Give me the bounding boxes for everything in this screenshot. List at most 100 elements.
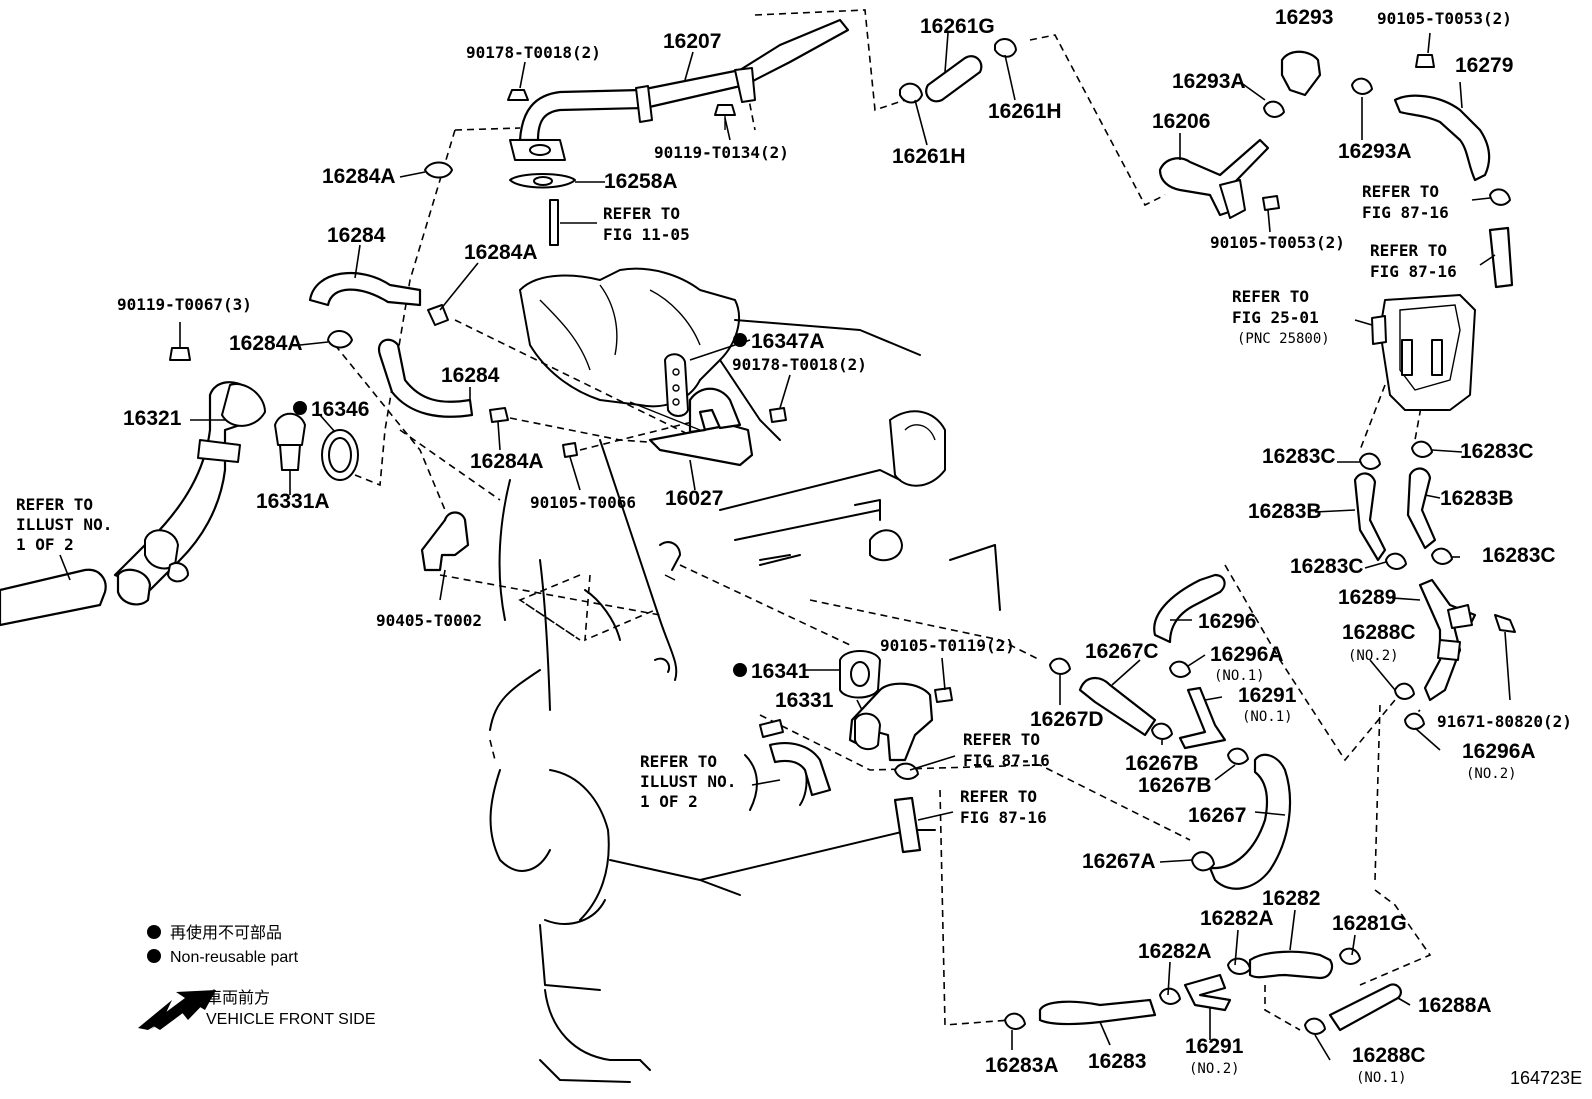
label-90178-top: 90178-T0018(2): [466, 43, 601, 62]
label-16289: 16289: [1338, 586, 1396, 609]
label-16341: 16341: [751, 660, 810, 683]
label-90105-t0066: 90105-T0066: [530, 493, 636, 512]
label-16346: 16346: [311, 398, 369, 421]
label-16288C-1-note: (NO.2): [1348, 648, 1399, 664]
nonreusable-marker-16347A: [733, 333, 747, 347]
label-refer-87-16-b2: FIG 87-16: [1370, 262, 1457, 281]
label-16331A: 16331A: [256, 490, 330, 513]
label-16284A-4: 16284A: [470, 450, 544, 473]
label-16291-2-note: (NO.2): [1189, 1061, 1240, 1077]
label-refer-illust-left-2: ILLUST NO.: [16, 515, 112, 534]
label-refer-87-16-a2: FIG 87-16: [1362, 203, 1449, 222]
figure-code: 164723E: [1510, 1068, 1582, 1088]
label-refer-illust-left-3: 1 OF 2: [16, 535, 74, 554]
label-16279: 16279: [1455, 54, 1513, 77]
legend-front-en: VEHICLE FRONT SIDE: [206, 1011, 376, 1028]
nonreusable-marker-16341: [733, 663, 747, 677]
label-16283A: 16283A: [985, 1054, 1059, 1077]
label-16296A-1-note: (NO.1): [1214, 668, 1265, 684]
label-16027: 16027: [665, 487, 723, 510]
label-16291-1: 16291: [1238, 684, 1297, 707]
label-16283: 16283: [1088, 1050, 1146, 1073]
label-refer-illust-mid-1: REFER TO: [640, 752, 717, 771]
label-16284A-1: 16284A: [322, 165, 396, 188]
label-refer-illust-mid-2: ILLUST NO.: [640, 772, 736, 791]
label-16207: 16207: [663, 30, 721, 53]
label-refer-25-01-2: FIG 25-01: [1232, 308, 1319, 327]
label-90119-t0134: 90119-T0134(2): [654, 143, 789, 162]
label-16267A: 16267A: [1082, 850, 1156, 873]
label-refer-11-05-line2: FIG 11-05: [603, 225, 690, 244]
leader-lines: [59, 32, 1511, 1061]
label-16206: 16206: [1152, 110, 1210, 133]
label-90119-t0067: 90119-T0067(3): [117, 295, 252, 314]
label-refer-87-16-c2: FIG 87-16: [963, 751, 1050, 770]
label-16281G: 16281G: [1332, 912, 1407, 935]
label-16282A-1: 16282A: [1200, 907, 1274, 930]
label-16267D: 16267D: [1030, 708, 1104, 731]
label-16296A-2: 16296A: [1462, 740, 1536, 763]
label-16282: 16282: [1262, 887, 1320, 910]
label-16296A-1: 16296A: [1210, 643, 1284, 666]
vehicle-front-arrow-head-icon: [150, 990, 216, 1030]
legend-nonreusable-dot: [147, 925, 161, 939]
label-16284-1: 16284: [327, 224, 386, 247]
label-16296A-2-note: (NO.2): [1466, 766, 1517, 782]
label-16288A: 16288A: [1418, 994, 1492, 1017]
label-16267: 16267: [1188, 804, 1246, 827]
label-16291-1-note: (NO.1): [1242, 709, 1293, 725]
label-16288C-2: 16288C: [1352, 1044, 1426, 1067]
label-16267B-1: 16267B: [1125, 752, 1199, 775]
label-16293A-1: 16293A: [1172, 70, 1246, 93]
label-16267C: 16267C: [1085, 640, 1159, 663]
legend-nonreusable-en: Non-reusable part: [170, 949, 299, 966]
legend-nonreusable-jp: 再使用不可部品: [170, 924, 282, 942]
label-16284-2: 16284: [441, 364, 500, 387]
legend-front-jp: 車両前方: [206, 989, 270, 1007]
label-91671: 91671-80820(2): [1437, 712, 1572, 731]
label-16284A-2: 16284A: [464, 241, 538, 264]
legend-nonreusable-dot-2: [147, 949, 161, 963]
engine-block-outline: [489, 267, 1001, 1083]
parts-drawings: [0, 18, 1516, 1035]
label-16282A-2: 16282A: [1138, 940, 1212, 963]
label-90105-t0053-top: 90105-T0053(2): [1377, 9, 1512, 28]
label-90178-mid: 90178-T0018(2): [732, 355, 867, 374]
label-16261G: 16261G: [920, 15, 995, 38]
label-16283C-1: 16283C: [1262, 445, 1336, 468]
label-refer-87-16-d2: FIG 87-16: [960, 808, 1047, 827]
part-labels: 16207 90178-T0018(2) 90119-T0134(2) 1625…: [16, 6, 1572, 1086]
label-16283B-2: 16283B: [1440, 487, 1514, 510]
label-16258A: 16258A: [604, 170, 678, 193]
legend: 再使用不可部品 Non-reusable part 車両前方 VEHICLE F…: [138, 924, 376, 1030]
label-90105-t0053-bottom: 90105-T0053(2): [1210, 233, 1345, 252]
nonreusable-marker-16346: [293, 401, 307, 415]
label-16283C-3: 16283C: [1290, 555, 1364, 578]
label-16283B-1: 16283B: [1248, 500, 1322, 523]
label-refer-25-01-3: (PNC 25800): [1237, 331, 1330, 347]
label-refer-87-16-b1: REFER TO: [1370, 241, 1447, 260]
label-16261H-1: 16261H: [892, 145, 966, 168]
label-16284A-3: 16284A: [229, 332, 303, 355]
label-refer-11-05-line1: REFER TO: [603, 204, 680, 223]
label-16293: 16293: [1275, 6, 1333, 29]
label-90405: 90405-T0002: [376, 611, 482, 630]
label-16288C-2-note: (NO.1): [1356, 1070, 1407, 1086]
label-16291-2: 16291: [1185, 1035, 1244, 1058]
label-refer-87-16-d1: REFER TO: [960, 787, 1037, 806]
label-refer-illust-mid-3: 1 OF 2: [640, 792, 698, 811]
label-16293A-2: 16293A: [1338, 140, 1412, 163]
label-refer-87-16-a1: REFER TO: [1362, 182, 1439, 201]
label-refer-25-01-1: REFER TO: [1232, 287, 1309, 306]
label-refer-87-16-c1: REFER TO: [963, 730, 1040, 749]
label-16283C-4: 16283C: [1482, 544, 1556, 567]
label-refer-illust-left-1: REFER TO: [16, 495, 93, 514]
label-16288C-1: 16288C: [1342, 621, 1416, 644]
label-16331: 16331: [775, 689, 834, 712]
label-16321: 16321: [123, 407, 182, 430]
label-90105-t0119: 90105-T0119(2): [880, 636, 1015, 655]
label-16261H-2: 16261H: [988, 100, 1062, 123]
label-16267B-2: 16267B: [1138, 774, 1212, 797]
label-16283C-2: 16283C: [1460, 440, 1534, 463]
